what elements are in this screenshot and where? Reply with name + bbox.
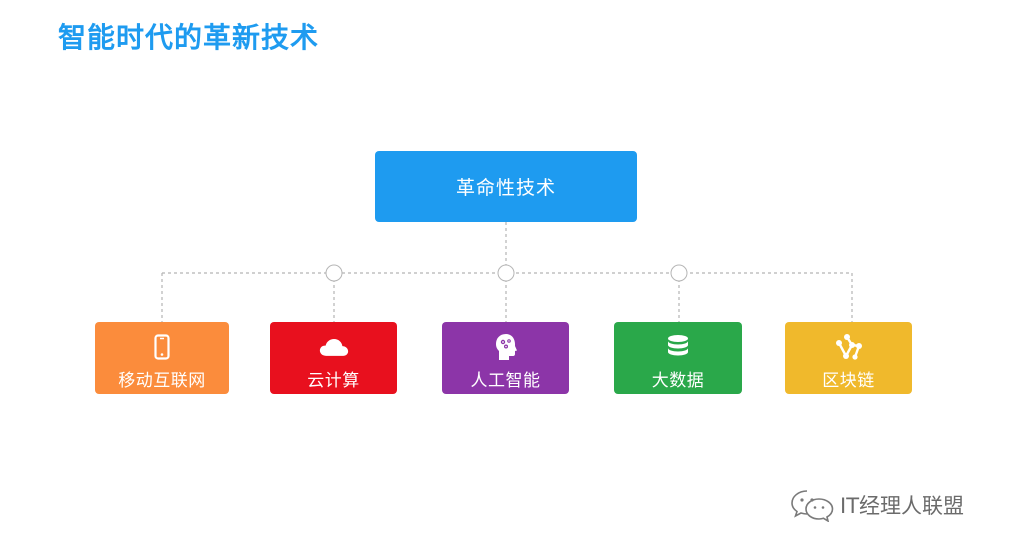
- node-label: 大数据: [651, 371, 705, 391]
- page-title: 智能时代的革新技术: [58, 21, 320, 54]
- blockchain-icon: [834, 333, 864, 361]
- node-big-data: 大数据: [614, 322, 742, 394]
- node-blockchain: 区块链: [785, 322, 912, 394]
- smartphone-icon: [147, 333, 177, 361]
- cloud-icon: [319, 333, 349, 361]
- node-label: 人工智能: [470, 371, 541, 391]
- node-label: 移动互联网: [118, 371, 206, 391]
- node-mobile-internet: 移动互联网: [95, 322, 229, 394]
- watermark: IT经理人联盟: [790, 488, 965, 523]
- root-node-revolutionary-tech: 革命性技术: [375, 151, 637, 222]
- node-label: 云计算: [307, 371, 360, 391]
- ai-head-icon: [491, 333, 521, 361]
- connector-node: [325, 264, 343, 282]
- root-node-label: 革命性技术: [455, 177, 556, 199]
- watermark-text: IT经理人联盟: [840, 494, 965, 518]
- wechat-icon: [790, 488, 836, 523]
- connector-node: [497, 264, 515, 282]
- node-label: 区块链: [822, 371, 875, 391]
- node-artificial-intelligence: 人工智能: [442, 322, 569, 394]
- database-icon: [663, 333, 693, 361]
- connector-node: [670, 264, 688, 282]
- node-cloud-computing: 云计算: [270, 322, 397, 394]
